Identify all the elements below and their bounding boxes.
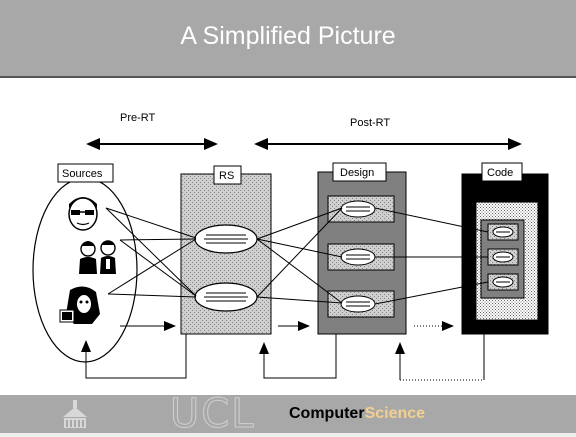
design-label-box [332,162,387,182]
trace-links-rs-design [256,207,343,304]
stakeholder-icon [62,195,104,231]
code-module [487,273,519,291]
sources-label: Sources [62,168,103,180]
flow-arrow [120,321,176,331]
code-label: Code [487,167,513,179]
requirement-ellipse [194,224,258,254]
rs-label-box [213,165,242,185]
footer: UCL ComputerScience [0,391,576,437]
post-rt-label: Post-RT [350,117,390,129]
feedback-loop [81,334,187,379]
department-name-part1: Computer [289,405,365,422]
trace-links-design-code [374,207,489,305]
sources-label-box [57,163,114,183]
pre-rt-label: Pre-RT [120,112,156,124]
rs-label: RS [219,170,234,182]
feedback-loop [259,334,337,379]
design-element [327,290,395,318]
diagram-area: Pre-RT Post-RT Sources [0,78,576,395]
trace-links-sources-rs [105,207,197,298]
post-rt-arrow [254,138,522,150]
code-module [487,248,519,266]
ucl-portico-logo [63,400,87,428]
requirement-ellipse [194,282,258,312]
stakeholder-icon [58,285,108,327]
ucl-logo-text: UCL [170,391,256,437]
code-label-box [481,162,523,182]
process-diagram: Pre-RT Post-RT Sources [32,112,549,381]
stakeholder-icon [76,236,120,276]
flow-arrow-dotted [414,321,454,331]
code-module [487,223,519,241]
department-name-part2: Science [364,405,426,422]
flow-arrow [278,321,310,331]
design-label: Design [340,167,374,179]
title-bar: A Simplified Picture [0,0,576,78]
department-name: ComputerScience [289,405,425,423]
slide-title: A Simplified Picture [180,22,396,50]
feedback-loop-dotted [395,334,485,381]
pre-rt-arrow [86,138,218,150]
